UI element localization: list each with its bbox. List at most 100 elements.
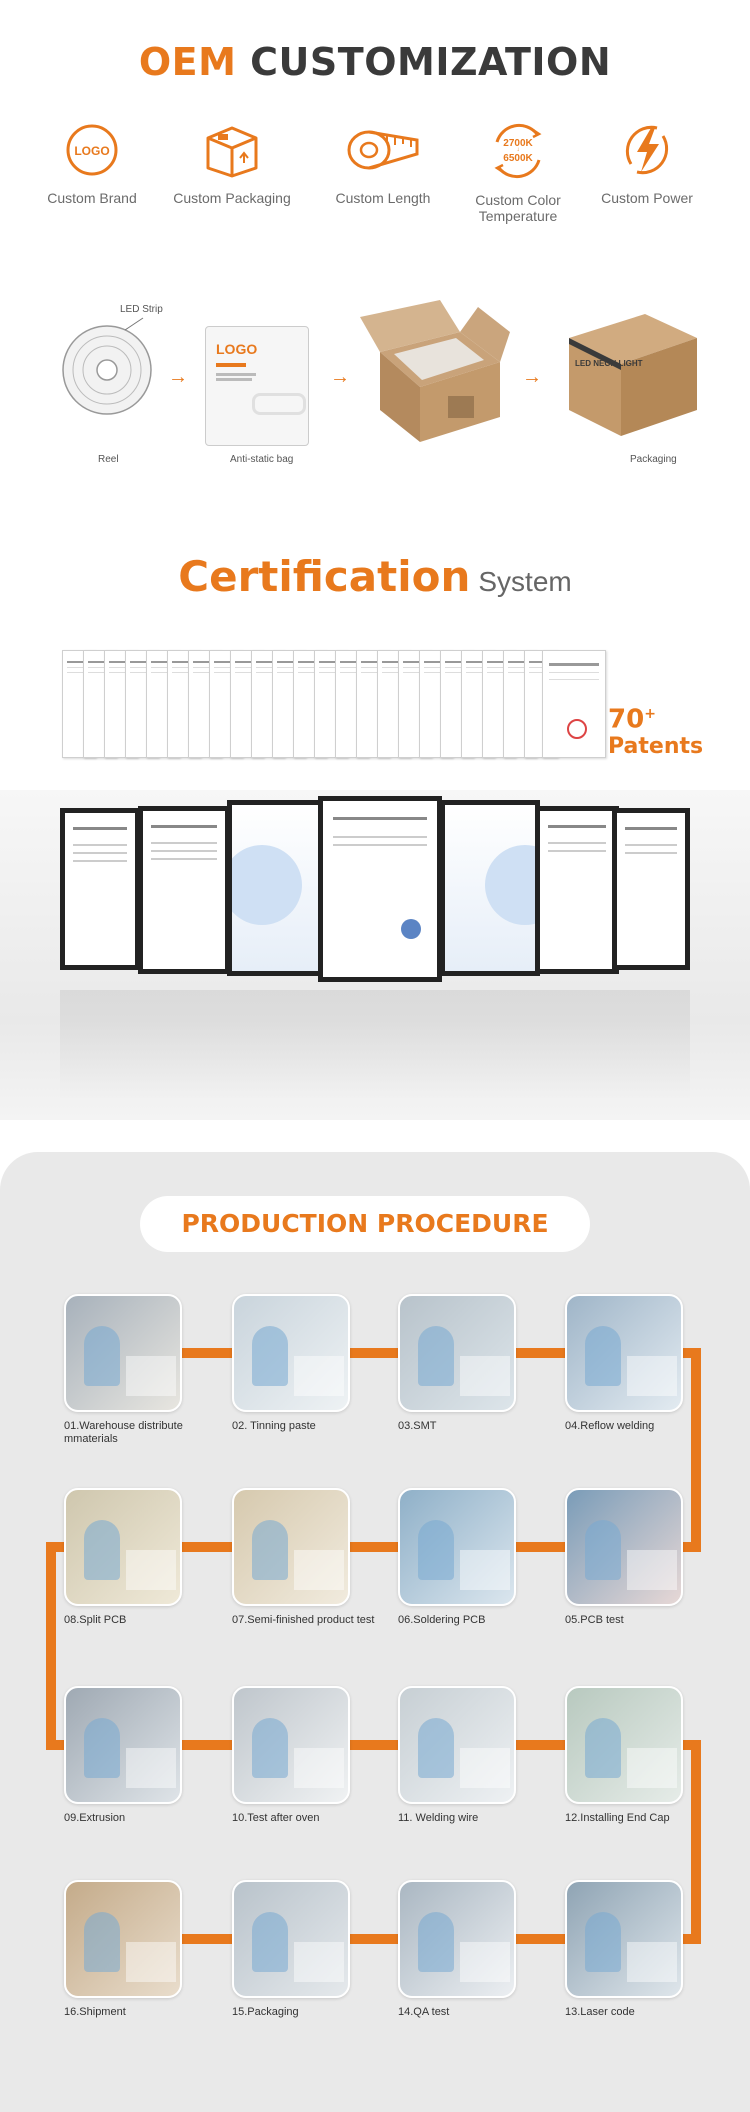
flow-connector <box>691 1348 701 1542</box>
svg-text:↓: ↓ <box>517 147 520 153</box>
oem-title-accent: OEM <box>138 40 237 84</box>
box-print: LED NEON LIGHT <box>575 359 643 368</box>
flow-connector <box>180 1740 232 1750</box>
flow-connector <box>348 1934 398 1944</box>
flow-connector <box>180 1542 232 1552</box>
color-temperature-icon: 2700K ↓ 6500K <box>494 123 542 179</box>
certificate-frame-4 <box>318 796 442 982</box>
flow-arrow-1: → <box>168 366 188 388</box>
step-label: 10.Test after oven <box>232 1812 320 1824</box>
step-photo <box>398 1294 516 1412</box>
certificate-frame-7 <box>612 808 690 970</box>
oem-title: OEM CUSTOMIZATION <box>0 40 750 84</box>
step-photo <box>64 1294 182 1412</box>
certificate-frame-2 <box>138 806 230 974</box>
closed-box-illustration: LED NEON LIGHT <box>569 314 697 436</box>
custom-power-label: Custom Power <box>601 190 693 206</box>
flow-connector <box>180 1348 232 1358</box>
box-icon <box>206 126 258 178</box>
reel-callout: LED Strip <box>120 304 163 315</box>
step-photo <box>565 1488 683 1606</box>
step-photo <box>64 1880 182 1998</box>
certificate-frame-1 <box>60 808 140 970</box>
patent-certificate-front <box>542 650 606 758</box>
reel-illustration <box>62 317 152 415</box>
step-label: 12.Installing End Cap <box>565 1812 670 1824</box>
patents-plus: + <box>644 706 656 722</box>
flow-connector <box>681 1348 701 1358</box>
step-label: 08.Split PCB <box>64 1614 127 1626</box>
step-label: 15.Packaging <box>232 2006 299 2018</box>
flow-connector <box>46 1542 66 1552</box>
step-photo <box>565 1294 683 1412</box>
step-photo <box>232 1488 350 1606</box>
custom-power-item: Custom Power <box>577 120 717 206</box>
patents-number: 70 <box>608 704 645 735</box>
open-carton-illustration <box>360 300 510 442</box>
step-photo <box>398 1488 516 1606</box>
step-photo <box>232 1686 350 1804</box>
step-photo <box>64 1488 182 1606</box>
custom-brand-item: LOGO Custom Brand <box>22 120 162 206</box>
step-label: 03.SMT <box>398 1420 437 1432</box>
step-label: 01.Warehouse distribute mmaterials <box>64 1420 183 1445</box>
anti-static-bag: LOGO <box>205 326 309 446</box>
step-photo <box>232 1880 350 1998</box>
flow-connector <box>514 1542 565 1552</box>
certification-title-big: Certification <box>178 552 471 601</box>
custom-length-label: Custom Length <box>335 190 431 206</box>
production-title: PRODUCTION PROCEDURE <box>140 1196 590 1252</box>
custom-packaging-item: Custom Packaging <box>162 120 302 206</box>
step-photo <box>565 1686 683 1804</box>
step-photo <box>398 1880 516 1998</box>
patents-label: Patents <box>608 733 704 759</box>
custom-length-item: Custom Length <box>313 120 453 206</box>
step-photo <box>64 1686 182 1804</box>
step-photo <box>232 1294 350 1412</box>
step-photo <box>398 1686 516 1804</box>
logo-badge-text: LOGO <box>74 144 109 158</box>
logo-badge-icon: LOGO <box>66 124 118 176</box>
step-label: 13.Laser code <box>565 2006 635 2018</box>
flow-connector <box>348 1348 398 1358</box>
packaging-label: Packaging <box>630 454 677 465</box>
step-label: 05.PCB test <box>565 1614 624 1626</box>
packaging-flow: LED Strip Reel → LOGO Anti-static bag → … <box>0 280 750 480</box>
step-label: 09.Extrusion <box>64 1812 126 1824</box>
flow-connector <box>514 1740 565 1750</box>
patent-certificates-row <box>62 650 606 758</box>
step-label: 02. Tinning paste <box>232 1420 316 1432</box>
flow-connector <box>681 1740 701 1750</box>
color-temp-top-text: 2700K <box>503 138 533 149</box>
flow-connector <box>681 1542 701 1552</box>
flow-connector <box>514 1934 565 1944</box>
tape-measure-icon <box>347 130 419 170</box>
flow-connector <box>691 1740 701 1934</box>
bag-label: Anti-static bag <box>230 454 294 465</box>
flow-connector <box>348 1542 398 1552</box>
flow-arrow-3: → <box>522 366 542 388</box>
lightning-icon <box>625 125 669 175</box>
custom-brand-label: Custom Brand <box>47 190 137 206</box>
flow-connector <box>348 1740 398 1750</box>
custom-packaging-label: Custom Packaging <box>173 190 291 206</box>
certificate-frame-6 <box>535 806 619 974</box>
certification-title-small: System <box>478 566 572 597</box>
custom-color-temp-label: Custom Color Temperature <box>475 192 561 224</box>
step-label: 14.QA test <box>398 2006 450 2018</box>
color-temp-bottom-text: 6500K <box>503 153 533 164</box>
step-label: 04.Reflow welding <box>565 1420 655 1432</box>
certificate-wall <box>0 790 750 1120</box>
step-label: 06.Soldering PCB <box>398 1614 486 1626</box>
certificate-frame-5 <box>440 800 540 976</box>
reel-label: Reel <box>98 454 119 465</box>
certificate-reflection <box>60 990 690 1100</box>
oem-title-rest: CUSTOMIZATION <box>250 40 612 84</box>
flow-connector <box>681 1934 701 1944</box>
flow-arrow-2: → <box>330 366 350 388</box>
custom-color-temp-item: 2700K ↓ 6500K Custom Color Temperature <box>448 120 588 224</box>
flow-connector <box>46 1740 66 1750</box>
step-photo <box>565 1880 683 1998</box>
flow-connector <box>46 1542 56 1740</box>
